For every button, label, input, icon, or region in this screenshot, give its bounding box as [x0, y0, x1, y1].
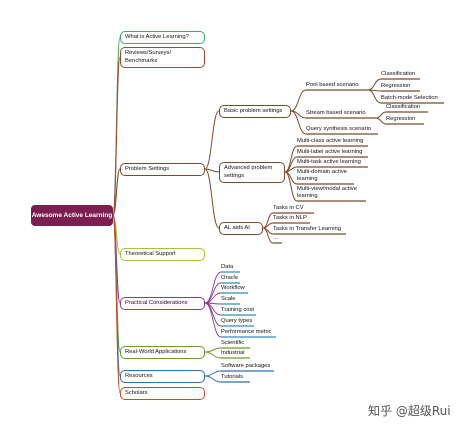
leaf-industrial[interactable]: Industrial: [221, 350, 245, 356]
branch-theoretical-support[interactable]: Theoretical Support: [120, 248, 205, 261]
connector-line: [204, 351, 222, 359]
connector-line: [284, 171, 298, 202]
connector-line: [204, 302, 222, 338]
branch-label: Theoretical Support: [125, 250, 176, 257]
leaf-multi-view[interactable]: Multi-view/modal active learning: [297, 186, 357, 200]
leaf-stream-regression[interactable]: Regression: [386, 116, 416, 122]
node-basic-problem-settings[interactable]: Basic problem settings: [219, 105, 291, 118]
connector-line: [367, 78, 382, 91]
leaf-tasks-cv[interactable]: Tasks in CV: [273, 205, 304, 211]
leaf-scientific[interactable]: Scientific: [221, 340, 245, 346]
connector-line: [290, 89, 307, 112]
leaf-pool-batch-mode[interactable]: Batch-mode Selection: [381, 95, 438, 101]
node-query-synthesis[interactable]: Query synthesis scenario: [306, 126, 372, 132]
node-label: AL aids AI: [224, 224, 250, 231]
leaf-pool-regression[interactable]: Regression: [381, 83, 411, 89]
branch-label: Resources: [125, 372, 153, 379]
leaf-multi-task[interactable]: Multi-task active learning: [297, 159, 361, 165]
connector-line: [262, 227, 274, 244]
connector-line: [375, 111, 387, 119]
leaf-data[interactable]: Data: [221, 264, 234, 270]
leaf-multi-domain[interactable]: Multi-domain active learning: [297, 169, 347, 183]
leaf-pool-classification[interactable]: Classification: [381, 71, 416, 77]
watermark: 知乎 @超级Rui: [368, 404, 451, 418]
leaf-query-types[interactable]: Query types: [221, 318, 253, 324]
root-label: Awesome Active Learning: [31, 211, 113, 219]
branch-label: Reviews/Surveys/ Benchmarks: [125, 50, 172, 64]
connector-line: [204, 168, 220, 173]
leaf-scale[interactable]: Scale: [221, 296, 236, 302]
leaf-multi-label[interactable]: Multi-label active learning: [297, 149, 363, 155]
connector-line: [204, 375, 222, 383]
leaf-stream-classification[interactable]: Classification: [386, 104, 421, 110]
connector-line: [284, 145, 298, 173]
node-label: Basic problem settings: [224, 107, 283, 114]
connector-line: [204, 347, 222, 353]
connector-line: [204, 110, 220, 170]
branch-what-is-al[interactable]: What is Active Learning?: [120, 31, 205, 44]
branch-real-world-applications[interactable]: Real-World Applications: [120, 346, 205, 359]
node-advanced-problem-settings[interactable]: Advanced problem settings: [219, 162, 285, 183]
node-stream-based[interactable]: Stream based scenario: [306, 110, 366, 116]
branch-label: Problem Settings: [125, 165, 170, 172]
connector-line: [375, 117, 387, 125]
branch-label: Scholars: [125, 389, 148, 396]
branch-practical-considerations[interactable]: Practical Considerations: [120, 297, 205, 310]
leaf-workflow[interactable]: Workflow: [221, 285, 245, 291]
connector-line: [290, 110, 307, 135]
leaf-multi-class[interactable]: Multi-class active learning: [297, 138, 364, 144]
leaf-tasks-transfer[interactable]: Tasks in Transfer Learning: [273, 226, 341, 232]
connector-line: [112, 56, 121, 216]
connector-line: [367, 89, 382, 104]
branch-scholars[interactable]: Scholars: [120, 387, 205, 400]
leaf-tutorials[interactable]: Tutorials: [221, 374, 244, 380]
branch-label: Practical Considerations: [125, 299, 188, 306]
connector-line: [112, 168, 121, 216]
connector-line: [112, 214, 121, 394]
leaf-oracle[interactable]: Oracle: [221, 275, 239, 281]
root-node[interactable]: Awesome Active Learning: [31, 205, 113, 226]
node-label: Advanced problem settings: [224, 165, 273, 179]
branch-label: Real-World Applications: [125, 348, 187, 355]
branch-reviews[interactable]: Reviews/Surveys/ Benchmarks: [120, 47, 205, 68]
connector-line: [204, 370, 222, 377]
connector-line: [204, 168, 220, 229]
leaf-training-cost[interactable]: Training cost: [221, 307, 254, 313]
node-pool-based[interactable]: Pool based scenario: [306, 82, 359, 88]
leaf-tasks-nlp[interactable]: Tasks in NLP: [273, 215, 307, 221]
leaf-tasks-more[interactable]: ...: [273, 235, 278, 241]
branch-resources[interactable]: Resources: [120, 370, 205, 383]
branch-problem-settings[interactable]: Problem Settings: [120, 163, 205, 176]
node-al-aids-ai[interactable]: AL aids AI: [219, 222, 263, 235]
leaf-performance-metric[interactable]: Performance metric: [221, 329, 272, 335]
leaf-software-packages[interactable]: Software packages: [221, 363, 271, 369]
branch-label: What is Active Learning?: [125, 33, 189, 40]
